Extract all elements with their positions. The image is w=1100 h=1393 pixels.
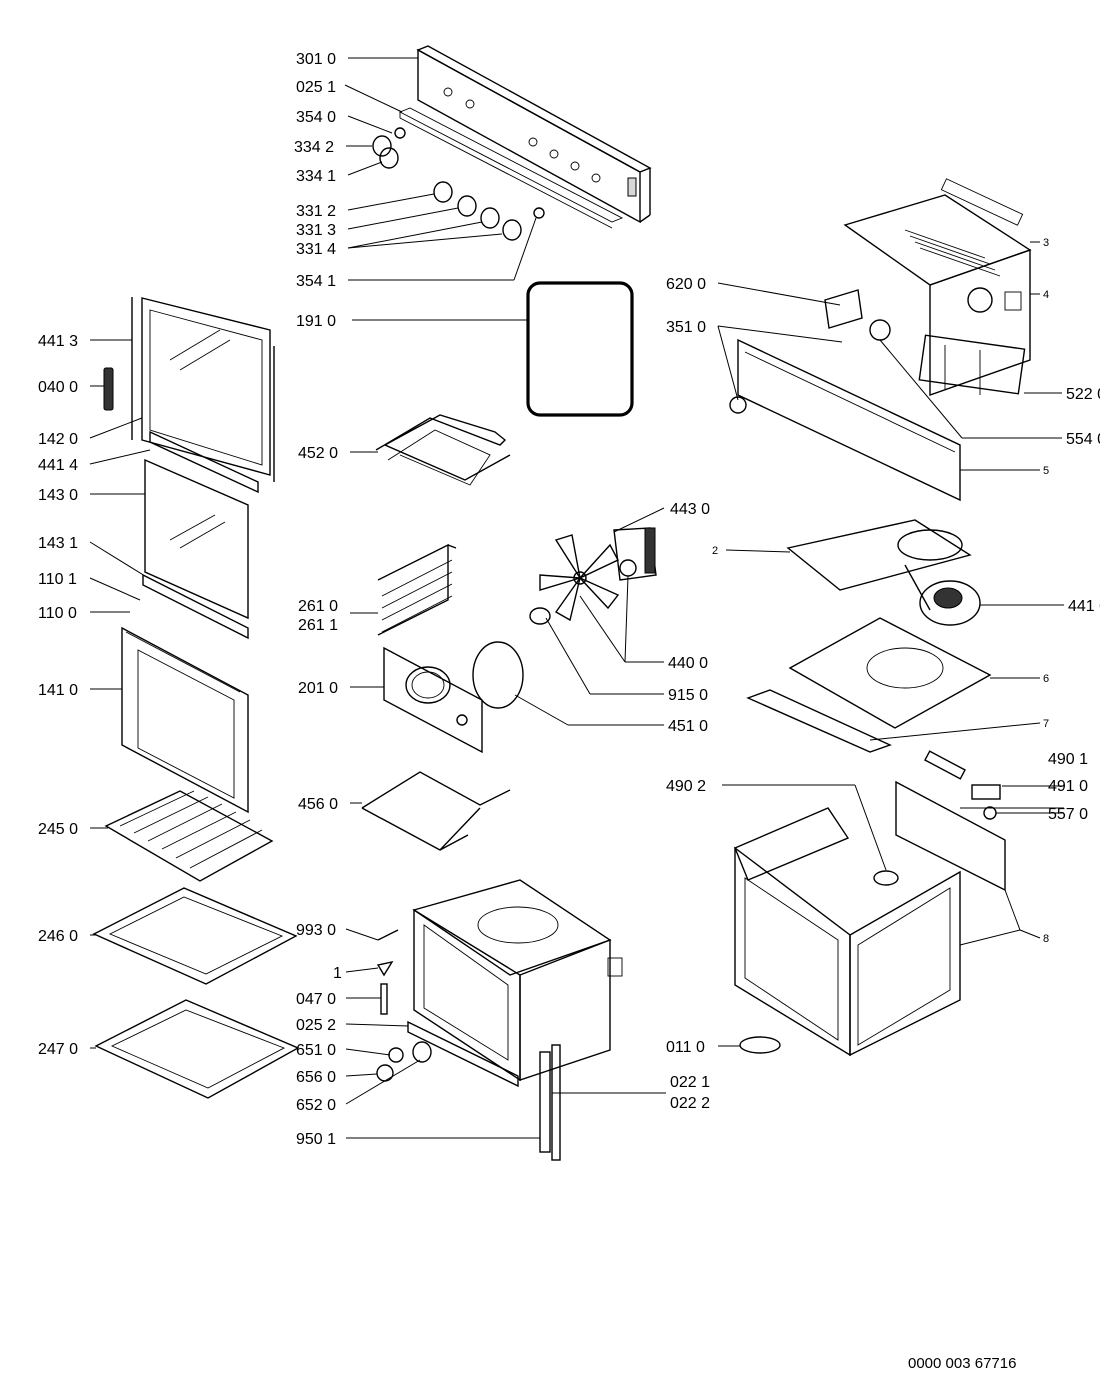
label-2: 2 — [712, 545, 718, 557]
label-334-2: 334 2 — [294, 139, 334, 156]
label-110-1: 110 1 — [38, 571, 77, 588]
label-011-0: 011 0 — [666, 1039, 705, 1056]
label-025-1: 025 1 — [296, 79, 336, 96]
insulation-plate — [746, 617, 992, 753]
label-6: 6 — [1043, 673, 1049, 685]
label-261-0: 261 0 — [298, 598, 338, 615]
label-440-0: 440 0 — [668, 655, 708, 672]
label-491-0: 491 0 — [1048, 778, 1088, 795]
label-025-2: 025 2 — [296, 1017, 336, 1034]
reference-number: 0000 003 67716 — [908, 1355, 1016, 1372]
label-490-2: 490 2 — [666, 778, 706, 795]
label-351-0: 351 0 — [666, 319, 706, 336]
selector-switch — [824, 289, 863, 329]
label-452-0: 452 0 — [298, 445, 338, 462]
glass-rail — [142, 573, 249, 640]
label-915-0: 915 0 — [668, 687, 708, 704]
label-247-0: 247 0 — [38, 1041, 78, 1058]
bottom-heating-element — [361, 771, 511, 851]
top-plate — [786, 519, 972, 611]
label-261-1: 261 1 — [298, 617, 338, 634]
label-443-0: 443 0 — [670, 501, 710, 518]
label-8: 8 — [1043, 933, 1049, 945]
label-950-1: 950 1 — [296, 1131, 336, 1148]
rear-cover — [895, 750, 1006, 892]
label-522-0: 522 0 — [1066, 386, 1100, 403]
oven-chassis — [734, 807, 961, 1057]
label-022-2: 022 2 — [670, 1095, 710, 1112]
baking-tray — [92, 887, 298, 985]
label-7: 7 — [1043, 718, 1049, 730]
control-module — [918, 334, 1026, 395]
foot — [739, 1036, 781, 1054]
label-354-1: 354 1 — [296, 273, 336, 290]
label-110-0: 110 0 — [38, 605, 77, 622]
label-143-0: 143 0 — [38, 487, 78, 504]
leader-lines — [89, 57, 1064, 1139]
label-301-0: 301 0 — [296, 51, 336, 68]
label-620-0: 620 0 — [666, 276, 706, 293]
label-142-0: 142 0 — [38, 431, 78, 448]
label-557-0: 557 0 — [1048, 806, 1088, 823]
label-331-4: 331 4 — [296, 241, 336, 258]
label-652-0: 652 0 — [296, 1097, 336, 1114]
label-022-1: 022 1 — [670, 1074, 710, 1091]
label-993-0: 993 0 — [296, 922, 336, 939]
control-panel — [398, 45, 652, 229]
door-outer-panel — [121, 626, 249, 814]
label-441-0: 441 0 — [1068, 598, 1100, 615]
deep-tray — [94, 999, 300, 1099]
door-seal — [526, 281, 634, 417]
label-451-0: 451 0 — [668, 718, 708, 735]
label-441-3: 441 3 — [38, 333, 78, 350]
label-141-0: 141 0 — [38, 682, 78, 699]
label-456-0: 456 0 — [298, 796, 338, 813]
label-040-0: 040 0 — [38, 379, 78, 396]
fan-blade — [539, 534, 620, 622]
label-331-2: 331 2 — [296, 203, 336, 220]
label-4: 4 — [1043, 289, 1049, 301]
label-143-1: 143 1 — [38, 535, 78, 552]
top-heating-element — [375, 414, 511, 481]
shelf-runners — [377, 543, 457, 636]
label-201-0: 201 0 — [298, 680, 338, 697]
label-191-0: 191 0 — [296, 313, 336, 330]
label-1: 1 — [333, 965, 342, 982]
knob-group — [372, 127, 545, 241]
oven-cavity — [412, 879, 623, 1082]
fan-motor — [613, 527, 657, 581]
label-334-1: 334 1 — [296, 168, 336, 185]
part-labels: 301 0 025 1 354 0 334 2 334 1 331 2 331 … — [38, 51, 1100, 1372]
label-441-4: 441 4 — [38, 457, 78, 474]
label-047-0: 047 0 — [296, 991, 336, 1008]
label-3: 3 — [1043, 237, 1049, 249]
label-490-1: 490 1 — [1048, 751, 1088, 768]
label-554-0: 554 0 — [1066, 431, 1100, 448]
door-hinge — [103, 367, 114, 411]
thermostat — [869, 319, 891, 341]
label-5: 5 — [1043, 465, 1049, 477]
label-354-0: 354 0 — [296, 109, 336, 126]
inner-glass — [144, 458, 249, 620]
label-331-3: 331 3 — [296, 222, 336, 239]
ring-heating-element — [472, 641, 524, 709]
small-parts — [376, 929, 561, 1161]
label-245-0: 245 0 — [38, 821, 78, 838]
door-frame — [131, 297, 275, 482]
rear-panel — [383, 646, 483, 754]
front-frame — [729, 338, 961, 502]
fan-nut — [529, 607, 551, 625]
label-656-0: 656 0 — [296, 1069, 336, 1086]
label-246-0: 246 0 — [38, 928, 78, 945]
top-cover-assembly — [843, 178, 1032, 396]
tangential-fan — [919, 580, 981, 626]
wire-rack — [104, 790, 274, 882]
label-651-0: 651 0 — [296, 1042, 336, 1059]
door-handle-strip — [149, 430, 259, 494]
